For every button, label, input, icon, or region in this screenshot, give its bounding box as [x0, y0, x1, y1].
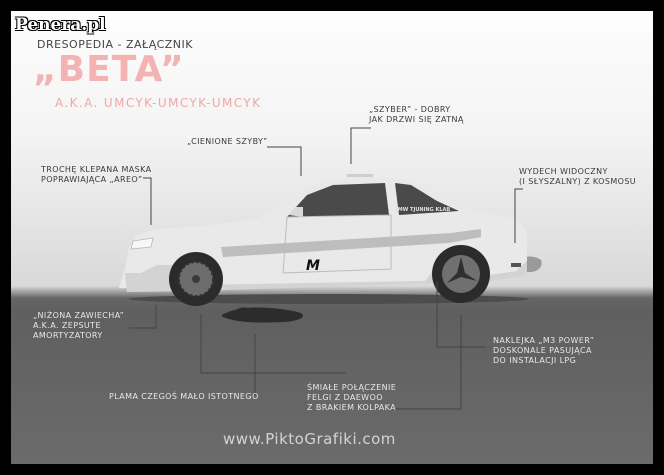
exhaust-pipe: [511, 263, 521, 267]
annotation-naklejka-line-3: DO INSTALACJI LPG: [493, 356, 577, 365]
annotation-maska-line-2: POPRAWIAJĄCA „AREO”: [41, 175, 143, 184]
annotation-zawiecha-line-2: A.K.A. ZEPSUTE: [33, 321, 101, 330]
footer-url: www.PiktoGrafiki.com: [223, 430, 396, 448]
annotation-szyby: „CIENIONE SZYBY”: [187, 137, 268, 147]
leader-zawiecha: [129, 305, 157, 329]
annotation-szyby-line-1: „CIENIONE SZYBY”: [187, 137, 268, 146]
annotation-wydech-line-2: (I SŁYSZALNY) Z KOSMOSU: [519, 177, 637, 186]
annotation-felgi-line-1: ŚMIAŁE POŁĄCZENIE: [307, 383, 397, 392]
leader-szyber: [350, 127, 371, 164]
annotation-naklejka: NAKLEJKA „M3 POWER” DOSKONALE PASUJĄCA D…: [493, 336, 594, 366]
side-mirror: [289, 207, 303, 217]
door-line: [282, 214, 392, 274]
watermark-logo: Penera.pl: [15, 15, 106, 35]
annotation-felgi-line-2: FELGI Z DAEWOO: [307, 393, 383, 402]
infographic-poster: M BMW TJUNING KLAB: [11, 11, 653, 464]
car-shadow: [129, 294, 529, 304]
leader-felgi: [200, 314, 346, 374]
window-badge-text: BMW TJUNING KLAB: [394, 207, 450, 213]
car-illustration: M BMW TJUNING KLAB: [119, 127, 542, 410]
car-window: [287, 183, 389, 217]
annotation-zawiecha-line-3: AMORTYZATORY: [33, 331, 103, 340]
annotation-naklejka-line-2: DOSKONALE PASUJĄCA: [493, 346, 592, 355]
annotation-naklejka-line-1: NAKLEJKA „M3 POWER”: [493, 336, 595, 345]
oil-drop: [237, 307, 251, 313]
annotation-szyber: „SZYBER” - DOBRY JAK DRZWI SIĘ ZATNĄ: [369, 105, 464, 125]
front-hub: [192, 275, 200, 283]
oil-stain: [221, 307, 304, 323]
leader-wydech: [514, 188, 523, 243]
annotation-felgi-line-3: Z BRAKIEM KOLPAKA: [307, 403, 397, 412]
leader-naklejka: [436, 282, 485, 348]
leader-felgi-right: [391, 314, 462, 410]
annotation-plama: PLAMA CZEGOŚ MAŁO ISTOTNEGO: [109, 392, 259, 402]
annotation-wydech-line-1: WYDECH WIDOCZNY: [519, 167, 608, 176]
poster-supertitle: DRESOPEDIA - ZAŁĄCZNIK: [37, 38, 193, 51]
annotation-zawiecha-line-1: „NIŻONA ZAWIECHA”: [33, 311, 125, 320]
annotation-plama-line-1: PLAMA CZEGOŚ MAŁO ISTOTNEGO: [109, 392, 259, 401]
annotation-felgi: ŚMIAŁE POŁĄCZENIE FELGI Z DAEWOO Z BRAKI…: [307, 383, 396, 413]
leader-lines: [129, 127, 523, 410]
poster-subtitle: A.K.A. UMCYK-UMCYK-UMCYK: [55, 96, 262, 110]
annotation-maska: TROCHĘ KLEPANA MASKA POPRAWIAJĄCA „AREO”: [41, 165, 152, 185]
car-rear-window: [395, 183, 459, 215]
poster-title: „BETA”: [33, 49, 185, 90]
rear-rim-spokes: [447, 257, 477, 283]
roof-spoiler: [347, 174, 373, 177]
leader-szyby: [267, 146, 302, 176]
headlight: [130, 237, 154, 250]
annotation-szyber-line-1: „SZYBER” - DOBRY: [369, 105, 451, 114]
leader-maska: [143, 177, 152, 225]
side-stripe: [221, 229, 481, 257]
annotation-zawiecha: „NIŻONA ZAWIECHA” A.K.A. ZEPSUTE AMORTYZ…: [33, 311, 124, 341]
annotation-wydech: WYDECH WIDOCZNY (I SŁYSZALNY) Z KOSMOSU: [519, 167, 636, 187]
door-logo-text: M: [306, 258, 320, 274]
annotation-szyber-line-2: JAK DRZWI SIĘ ZATNĄ: [369, 115, 464, 124]
annotation-maska-line-1: TROCHĘ KLEPANA MASKA: [41, 165, 152, 174]
